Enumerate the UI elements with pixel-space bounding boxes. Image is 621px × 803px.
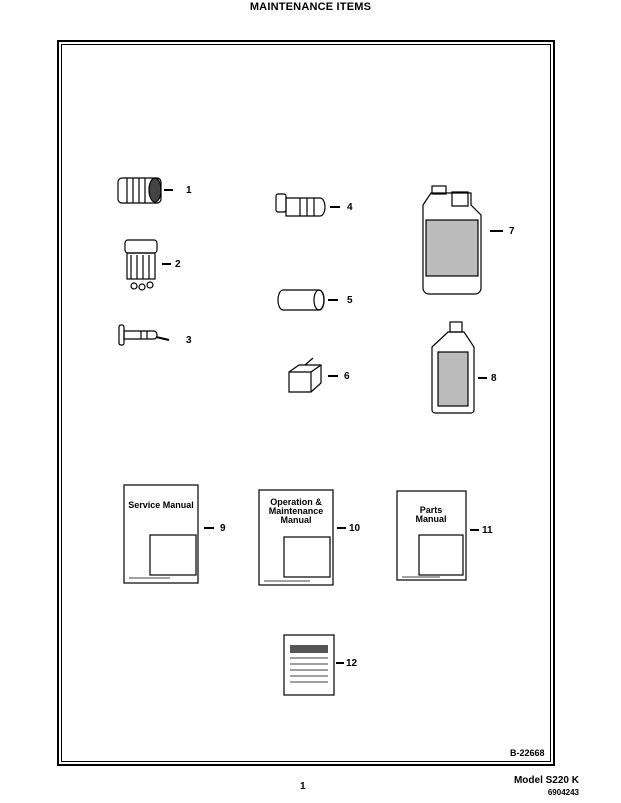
callout-7: 7 (509, 226, 515, 237)
filter-cartridge-icon (288, 357, 338, 393)
service-manual-title: Service Manual (128, 500, 194, 510)
part-number: 6904243 (547, 788, 579, 797)
callout-10: 10 (349, 523, 361, 534)
callout-8: 8 (491, 373, 497, 384)
callout-5: 5 (347, 295, 353, 306)
hydraulic-filter-icon (275, 193, 340, 217)
callout-6: 6 (344, 371, 350, 382)
parts-manual-icon (396, 490, 479, 581)
page-number: 1 (300, 781, 306, 792)
oil-filter-icon (117, 177, 173, 204)
model-name: Model S220 K (513, 775, 579, 786)
air-filter-icon (277, 289, 338, 311)
drawing-number: B-22668 (510, 748, 545, 758)
fuel-filter-icon (124, 239, 171, 291)
callout-11: 11 (482, 525, 493, 536)
callout-9: 9 (220, 523, 226, 534)
oil-bottle-icon (431, 321, 487, 414)
service-manual-icon (123, 484, 214, 584)
jug-icon (422, 185, 503, 295)
callout-1: 1 (186, 185, 192, 196)
callout-12: 12 (346, 658, 358, 669)
operation-manual-title: Operation & Maintenance Manual (268, 497, 324, 525)
callout-2: 2 (175, 259, 181, 270)
fuel-filter-element-icon (118, 324, 170, 346)
operation-manual-icon (258, 489, 346, 586)
callout-4: 4 (347, 202, 353, 213)
decal-icon (283, 634, 344, 696)
callout-3: 3 (186, 335, 192, 346)
illustration-frame (57, 40, 555, 766)
parts-manual-title: Parts Manual (415, 505, 447, 524)
page-title: MAINTENANCE ITEMS (249, 1, 372, 13)
